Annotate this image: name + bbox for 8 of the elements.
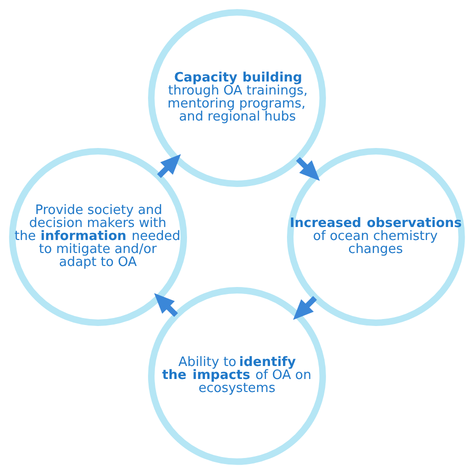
arrow	[154, 293, 178, 317]
arrow	[157, 154, 181, 178]
arrow	[293, 296, 317, 320]
node-circle: Capacity building through OA trainings, mentoring programs, and regional hubs	[148, 9, 326, 187]
arrow	[296, 157, 320, 181]
node-circle: Ability to identify the impacts of OA on ecosystems	[148, 287, 326, 465]
node-circle: Provide society and decision makers with the information needed to mitigate and/or adapt to OA	[9, 148, 187, 326]
node-circle: Increased observations of ocean chemistry changes	[287, 148, 465, 326]
